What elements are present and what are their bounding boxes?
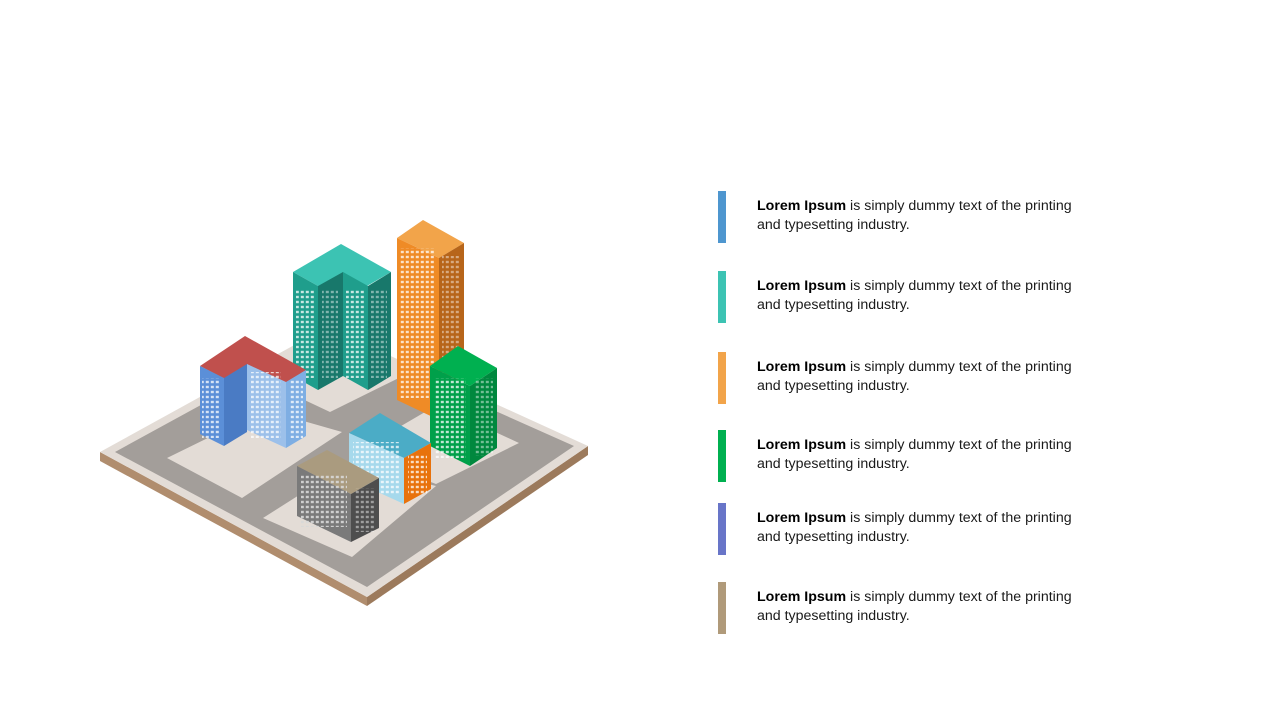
item-line1: is simply dummy text of the printing	[846, 589, 1072, 605]
item-line1: is simply dummy text of the printing	[846, 278, 1072, 294]
item-bold-label: Lorem Ipsum	[757, 278, 847, 294]
item-text: Lorem Ipsum is simply dummy text of the …	[757, 277, 1117, 315]
accent-bar	[718, 352, 726, 404]
item-text: Lorem Ipsum is simply dummy text of the …	[757, 588, 1117, 626]
accent-bar	[718, 271, 726, 323]
item-bold-label: Lorem Ipsum	[757, 359, 847, 375]
item-line2: and typesetting industry.	[757, 608, 910, 624]
list-item: Lorem Ipsum is simply dummy text of the …	[718, 191, 1118, 243]
item-bold-label: Lorem Ipsum	[757, 437, 847, 453]
item-bold-label: Lorem Ipsum	[757, 198, 847, 214]
blue-red-roof-building	[200, 336, 306, 448]
teal-tower	[293, 244, 391, 390]
accent-bar	[718, 430, 726, 482]
list-item: Lorem Ipsum is simply dummy text of the …	[718, 582, 1118, 634]
accent-bar	[718, 191, 726, 243]
item-text: Lorem Ipsum is simply dummy text of the …	[757, 509, 1117, 547]
accent-bar	[718, 582, 726, 634]
item-line2: and typesetting industry.	[757, 456, 910, 472]
item-line2: and typesetting industry.	[757, 378, 910, 394]
green-building	[430, 346, 497, 466]
item-line1: is simply dummy text of the printing	[846, 359, 1072, 375]
item-text: Lorem Ipsum is simply dummy text of the …	[757, 197, 1117, 235]
item-line1: is simply dummy text of the printing	[846, 437, 1072, 453]
list-item: Lorem Ipsum is simply dummy text of the …	[718, 503, 1118, 555]
list-item: Lorem Ipsum is simply dummy text of the …	[718, 271, 1118, 323]
gray-building	[297, 450, 379, 542]
list-item: Lorem Ipsum is simply dummy text of the …	[718, 352, 1118, 404]
accent-bar	[718, 503, 726, 555]
item-line2: and typesetting industry.	[757, 297, 910, 313]
isometric-city-illustration	[100, 220, 588, 606]
item-line2: and typesetting industry.	[757, 217, 910, 233]
item-bold-label: Lorem Ipsum	[757, 510, 847, 526]
item-line1: is simply dummy text of the printing	[846, 510, 1072, 526]
item-line1: is simply dummy text of the printing	[846, 198, 1072, 214]
item-text: Lorem Ipsum is simply dummy text of the …	[757, 436, 1117, 474]
item-bold-label: Lorem Ipsum	[757, 589, 847, 605]
item-text: Lorem Ipsum is simply dummy text of the …	[757, 358, 1117, 396]
item-line2: and typesetting industry.	[757, 529, 910, 545]
list-item: Lorem Ipsum is simply dummy text of the …	[718, 430, 1118, 482]
